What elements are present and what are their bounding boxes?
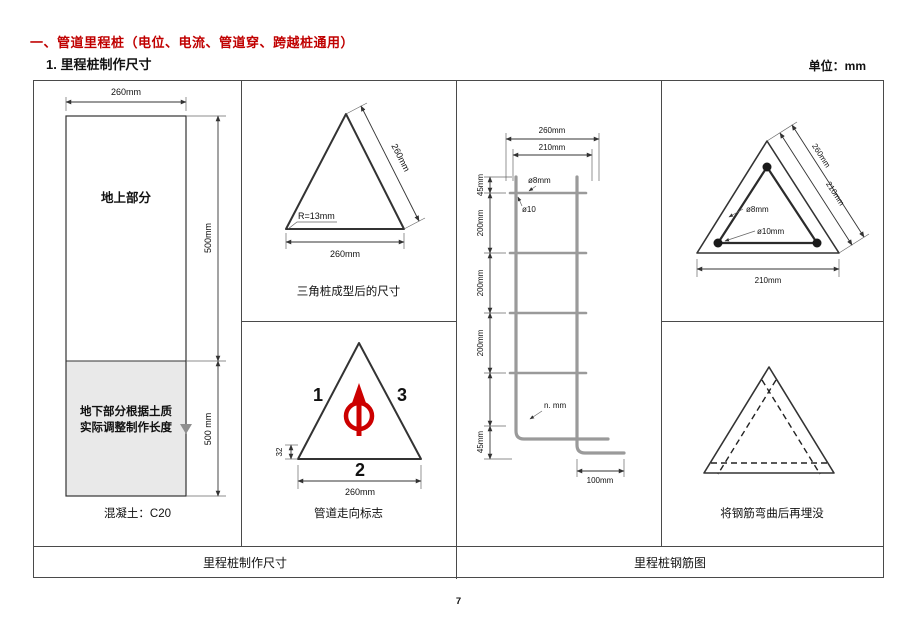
dim-edge-32: 32 bbox=[275, 444, 298, 460]
bar-callout: ø10 bbox=[517, 196, 536, 214]
grid-line bbox=[241, 321, 456, 322]
dim-label: 210mm bbox=[755, 276, 782, 285]
dim-label: 45mm bbox=[476, 174, 485, 197]
unit-label: 单位：mm bbox=[808, 59, 866, 73]
bend-caption: 将钢筋弯曲后再埋没 bbox=[720, 508, 824, 520]
dim-label: 200mm bbox=[476, 329, 485, 356]
bar-label: ø10mm bbox=[757, 227, 784, 236]
dim-label: 500 mm bbox=[203, 413, 213, 446]
direction-mark-caption: 管道走向标志 bbox=[314, 508, 383, 520]
dim-label: 45mm bbox=[476, 431, 485, 454]
dim-side-260: 260mm bbox=[345, 102, 426, 230]
subsection-title: 1. 里程桩制作尺寸 bbox=[46, 57, 152, 72]
dim-label: 260mm bbox=[111, 87, 141, 97]
dim-label: 260mm bbox=[539, 126, 566, 135]
spacing-label: n. mm bbox=[544, 401, 567, 410]
cell-bend-note: 将钢筋弯曲后再埋没 bbox=[661, 321, 883, 546]
footer-left-caption: 里程桩制作尺寸 bbox=[202, 556, 287, 570]
stirrup-label: ø8mm bbox=[528, 176, 551, 185]
drawing-table: 260mm 地上部分 地下部分根据土质 实际调整制作长度 500mm 500 m… bbox=[33, 80, 884, 579]
grid-line bbox=[456, 546, 457, 579]
pipe-direction-arrow-icon bbox=[343, 383, 375, 436]
dim-top-260: 260mm bbox=[505, 126, 600, 181]
grid-line bbox=[661, 81, 662, 546]
triangle-outline bbox=[703, 366, 835, 474]
dim-label: 210mm bbox=[824, 180, 846, 208]
dim-label: 100mm bbox=[587, 476, 614, 485]
grid-line bbox=[34, 546, 883, 547]
bent-rebar-dashed-triangle bbox=[711, 379, 827, 475]
dim-base-260: 260mm bbox=[285, 233, 405, 259]
triangle-outline bbox=[297, 342, 422, 460]
bar-callout: ø10mm bbox=[724, 226, 786, 242]
dim-right-500: 500mm 500 mm bbox=[186, 115, 226, 497]
stirrup-callout: ø8mm bbox=[528, 176, 551, 192]
rebar-section-drawing: ø8mm ø10mm 260mm 210mm bbox=[696, 121, 870, 285]
dim-label: 260mm bbox=[330, 249, 360, 259]
triangle-formed-drawing: 260mm R=13mm 260mm bbox=[285, 102, 426, 259]
stirrup-callout: ø8mm bbox=[728, 204, 771, 218]
dim-top-210: 210mm bbox=[512, 143, 593, 181]
dim-top-260: 260mm bbox=[65, 87, 187, 111]
ground-level-marker-icon bbox=[180, 424, 192, 434]
stirrup-label: ø8mm bbox=[746, 205, 769, 214]
below-ground-shaded-area bbox=[66, 361, 186, 496]
pile-caption: 混凝土：C20 bbox=[103, 508, 172, 520]
dim-label: 500mm bbox=[203, 223, 213, 253]
bar-label: ø10 bbox=[522, 205, 536, 214]
rebar-front-drawing: 260mm 210mm ø8mm bbox=[476, 126, 626, 485]
dim-label: 260mm bbox=[345, 487, 375, 497]
page-number: 7 bbox=[455, 596, 462, 607]
face-number-left: 1 bbox=[313, 385, 323, 405]
grid-line bbox=[456, 81, 457, 546]
face-number-bottom: 2 bbox=[355, 460, 365, 480]
dim-label: 32 bbox=[275, 447, 284, 456]
cell-rebar-front: 260mm 210mm ø8mm bbox=[456, 81, 661, 546]
spacing-callout: n. mm bbox=[529, 401, 567, 420]
bend-drawing bbox=[703, 366, 835, 475]
above-ground-label: 地上部分 bbox=[101, 190, 152, 205]
cell-direction-mark: 1 3 2 32 260mm bbox=[241, 321, 456, 546]
grid-line bbox=[241, 81, 242, 546]
grid-line bbox=[661, 321, 883, 322]
dim-label: 260mm bbox=[810, 142, 832, 170]
footer-right-caption: 里程桩钢筋图 bbox=[633, 556, 706, 570]
pile-body bbox=[65, 115, 192, 497]
dim-label: 210mm bbox=[539, 143, 566, 152]
dim-left-chain: 45mm 200mm 200mm 200mm 45mm bbox=[476, 174, 512, 460]
cell-pile-front: 260mm 地上部分 地下部分根据土质 实际调整制作长度 500mm 500 m… bbox=[34, 81, 241, 546]
direction-mark-drawing: 1 3 2 32 260mm bbox=[275, 342, 422, 497]
triangle-formed-caption: 三角桩成型后的尺寸 bbox=[296, 286, 401, 298]
cell-rebar-section: ø8mm ø10mm 260mm 210mm bbox=[661, 81, 883, 321]
below-ground-note-line1: 地下部分根据土质 bbox=[80, 404, 172, 418]
rebar-dot-icon bbox=[762, 162, 772, 172]
radius-callout: R=13mm bbox=[287, 211, 337, 230]
cell-triangle-formed: 260mm R=13mm 260mm 三角桩成型后的尺寸 bbox=[241, 81, 456, 321]
face-number-right: 3 bbox=[397, 385, 407, 405]
dim-hook-100: 100mm bbox=[576, 459, 625, 485]
rebar-dot-icon bbox=[713, 238, 723, 248]
dim-label: 200mm bbox=[476, 269, 485, 296]
rebar-cage bbox=[508, 175, 626, 455]
rebar-dot-icon bbox=[812, 238, 822, 248]
pile-outline bbox=[65, 115, 187, 497]
dim-base-210: 210mm bbox=[696, 259, 840, 285]
dim-label: 200mm bbox=[476, 209, 485, 236]
below-ground-note-line2: 实际调整制作长度 bbox=[80, 420, 172, 434]
section-heading: 一、管道里程桩（电位、电流、管道穿、跨越桩通用） bbox=[30, 35, 355, 50]
radius-label: R=13mm bbox=[298, 211, 335, 221]
dim-base-260: 260mm bbox=[297, 465, 422, 497]
pile-front-drawing: 260mm 地上部分 地下部分根据土质 实际调整制作长度 500mm 500 m… bbox=[65, 87, 226, 497]
